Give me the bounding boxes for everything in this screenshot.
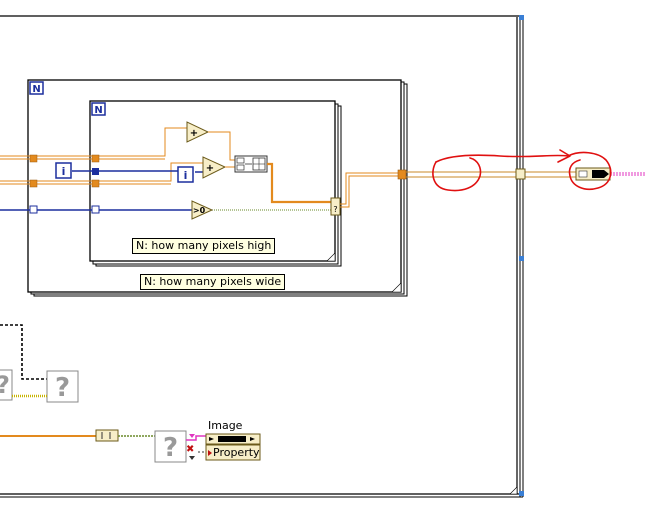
inner-tunnel-2[interactable] [91, 179, 100, 188]
bottom-conversion-node[interactable] [95, 429, 119, 442]
inner-iteration-terminal[interactable]: i [177, 166, 194, 183]
svg-text:?: ? [163, 433, 178, 463]
error-cluster-glyphs: ✖ [186, 434, 195, 460]
unknown-vi-middle[interactable]: ? [46, 370, 79, 403]
array-wire-to-case[interactable] [406, 171, 578, 178]
pink-image-wire[interactable] [610, 172, 646, 176]
greater-than-zero-label: >0 [193, 206, 206, 215]
inner-loop-n-label: N [94, 105, 102, 116]
property-item-label[interactable]: Property [213, 446, 260, 459]
outer-iteration-label: i [62, 165, 66, 178]
bundle-output-wire[interactable] [267, 162, 331, 204]
svg-text:✖: ✖ [186, 444, 194, 455]
inner-tunnel-3[interactable] [91, 205, 100, 214]
svg-text:?: ? [333, 205, 337, 214]
blue-wire-iteration[interactable] [72, 170, 203, 173]
orange-wire-middle[interactable] [0, 162, 205, 185]
inner-tunnel-1[interactable] [91, 154, 100, 163]
dashed-black-wire[interactable] [0, 324, 48, 380]
outer-loop-n-label: N [32, 84, 40, 95]
outer-tunnel-1[interactable] [29, 154, 38, 163]
inner-loop-count-terminal[interactable]: N [91, 102, 106, 116]
add-node-top[interactable]: + [186, 121, 210, 143]
orange-wire-top[interactable] [0, 127, 188, 160]
svg-text:?: ? [0, 371, 10, 399]
outer-loop-count-terminal[interactable]: N [29, 81, 44, 95]
image-property-node[interactable] [205, 433, 261, 461]
inner-loop-note: N: how many pixels high [132, 238, 276, 254]
add-bottom-label: + [206, 163, 214, 174]
outer-tunnel-3[interactable] [29, 205, 38, 214]
unknown-vi-left[interactable]: ? [0, 369, 13, 401]
greater-than-zero-node[interactable]: >0 [191, 200, 214, 220]
bundle-node[interactable] [234, 155, 268, 173]
outer-loop-note: N: how many pixels wide [140, 274, 286, 290]
property-class-label: Image [208, 419, 243, 432]
red-circle-annotation [432, 149, 612, 192]
inner-tunnel-iteration[interactable] [92, 168, 99, 175]
add-top-label: + [190, 128, 198, 139]
bottom-pink-wires[interactable] [186, 435, 206, 441]
array-wire-inner-to-outer[interactable] [340, 172, 398, 208]
array-to-image-node[interactable] [575, 167, 611, 181]
conditional-tunnel[interactable]: ? [330, 197, 341, 216]
outer-tunnel-2[interactable] [29, 179, 38, 188]
outer-structure-frame[interactable] [0, 15, 524, 498]
add-node-bottom[interactable]: + [202, 156, 227, 179]
outer-loop-output-tunnel[interactable] [397, 169, 407, 180]
outer-iteration-terminal[interactable]: i [55, 162, 72, 179]
case-output-tunnel[interactable] [515, 168, 526, 180]
unknown-vi-bottom[interactable]: ? [154, 430, 187, 463]
inner-iteration-label: i [184, 169, 188, 182]
svg-text:?: ? [55, 373, 70, 403]
